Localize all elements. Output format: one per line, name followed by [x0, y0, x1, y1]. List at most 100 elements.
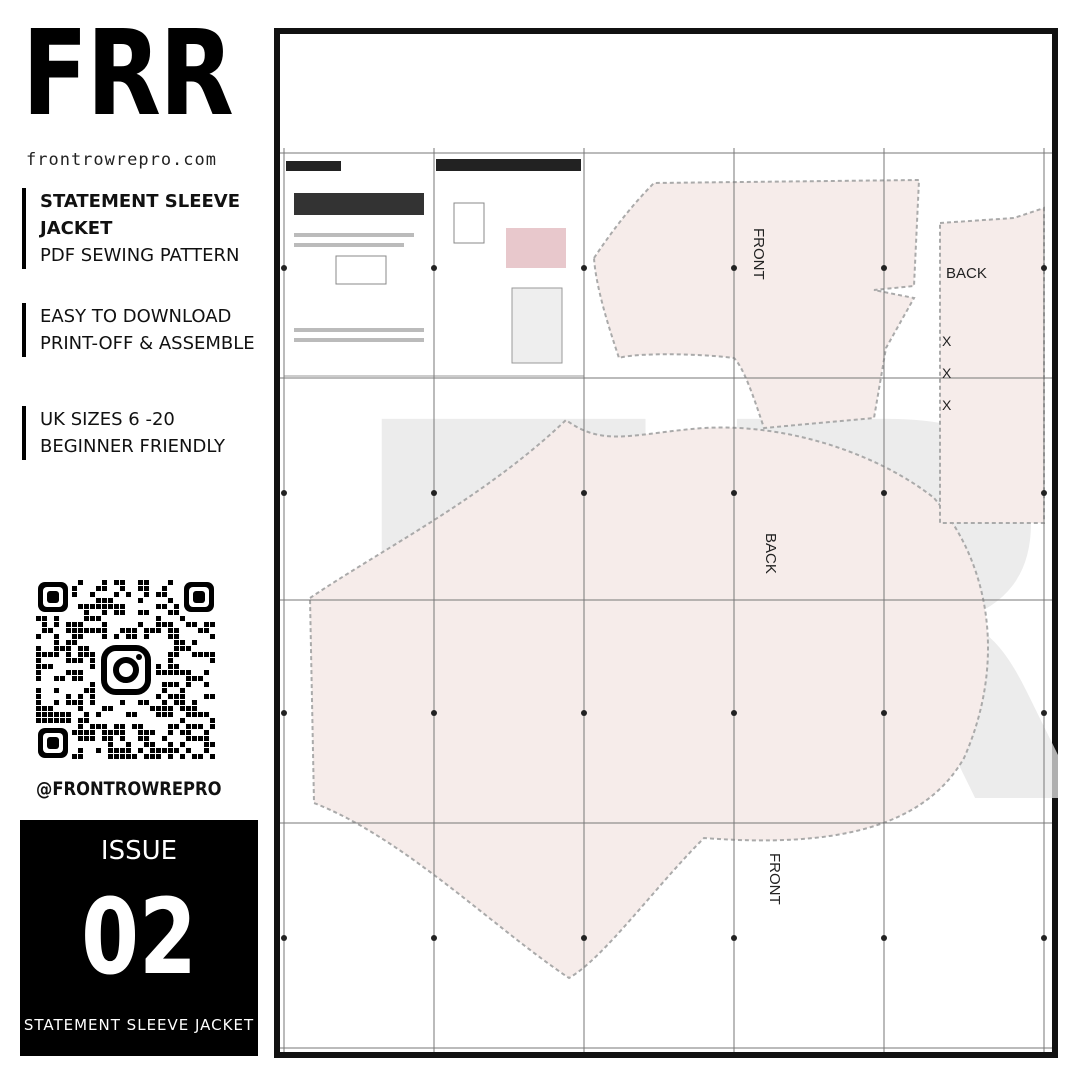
- qr-module: [72, 670, 77, 675]
- qr-module: [132, 628, 137, 633]
- qr-module: [162, 700, 167, 705]
- qr-module: [120, 724, 125, 729]
- grid-mark: [1041, 265, 1047, 271]
- qr-module: [36, 634, 41, 639]
- qr-module: [90, 658, 95, 663]
- qr-module: [48, 628, 53, 633]
- qr-module: [168, 652, 173, 657]
- feature-line: EASY TO DOWNLOAD: [40, 306, 232, 327]
- qr-module: [144, 592, 149, 597]
- qr-module: [138, 724, 143, 729]
- qr-module: [96, 616, 101, 621]
- qr-module: [72, 586, 77, 591]
- qr-module: [96, 628, 101, 633]
- qr-module: [90, 664, 95, 669]
- qr-module: [48, 718, 53, 723]
- qr-module: [96, 712, 101, 717]
- qr-module: [162, 670, 167, 675]
- qr-module: [60, 712, 65, 717]
- qr-module: [54, 700, 59, 705]
- qr-module: [102, 586, 107, 591]
- qr-module: [96, 604, 101, 609]
- qr-module: [210, 622, 215, 627]
- qr-module: [36, 616, 41, 621]
- qr-module: [114, 580, 119, 585]
- feature-block-sizes: UK SIZES 6 -20 BEGINNER FRIENDLY: [22, 406, 225, 460]
- issue-title: STATEMENT SLEEVE JACKET: [23, 1016, 255, 1034]
- qr-module: [72, 640, 77, 645]
- qr-module: [180, 670, 185, 675]
- qr-module: [78, 628, 83, 633]
- qr-module: [60, 718, 65, 723]
- qr-module: [162, 748, 167, 753]
- qr-module: [186, 712, 191, 717]
- qr-module: [180, 706, 185, 711]
- qr-finder-top-right-icon: [184, 582, 214, 612]
- grid-mark: [281, 265, 287, 271]
- qr-module: [168, 712, 173, 717]
- notch-mark: X: [942, 333, 952, 349]
- qr-code[interactable]: [36, 580, 216, 760]
- qr-module: [156, 748, 161, 753]
- qr-module: [126, 748, 131, 753]
- grid-mark: [431, 710, 437, 716]
- qr-module: [66, 628, 71, 633]
- qr-module: [78, 646, 83, 651]
- qr-module: [78, 724, 83, 729]
- qr-module: [36, 664, 41, 669]
- qr-module: [168, 742, 173, 747]
- info-panel: FRR frontrowrepro.com STATEMENT SLEEVE J…: [0, 0, 272, 1080]
- notch-mark: X: [942, 365, 952, 381]
- feature-title-line: STATEMENT SLEEVE: [40, 191, 241, 212]
- qr-module: [114, 604, 119, 609]
- qr-module: [72, 634, 77, 639]
- qr-module: [36, 658, 41, 663]
- qr-module: [48, 652, 53, 657]
- grid-mark: [581, 490, 587, 496]
- qr-module: [84, 604, 89, 609]
- feature-title-line: JACKET: [40, 218, 113, 239]
- qr-module: [138, 586, 143, 591]
- qr-module: [78, 676, 83, 681]
- qr-module: [108, 742, 113, 747]
- qr-module: [174, 634, 179, 639]
- qr-module: [132, 712, 137, 717]
- instagram-handle[interactable]: @FRONTROWREPRO: [36, 778, 222, 800]
- qr-module: [198, 736, 203, 741]
- qr-module: [36, 706, 41, 711]
- qr-module: [210, 742, 215, 747]
- qr-module: [90, 688, 95, 693]
- qr-module: [102, 622, 107, 627]
- qr-module: [108, 598, 113, 603]
- qr-module: [84, 646, 89, 651]
- qr-module: [138, 736, 143, 741]
- qr-module: [120, 754, 125, 759]
- qr-module: [72, 700, 77, 705]
- qr-module: [120, 730, 125, 735]
- qr-module: [114, 724, 119, 729]
- qr-module: [162, 604, 167, 609]
- qr-module: [78, 748, 83, 753]
- qr-module: [186, 670, 191, 675]
- qr-module: [198, 652, 203, 657]
- qr-module: [174, 670, 179, 675]
- qr-module: [156, 706, 161, 711]
- grid-mark: [731, 935, 737, 941]
- qr-module: [48, 706, 53, 711]
- qr-module: [138, 598, 143, 603]
- qr-module: [180, 694, 185, 699]
- qr-module: [78, 622, 83, 627]
- qr-module: [78, 580, 83, 585]
- qr-module: [156, 592, 161, 597]
- qr-module: [84, 718, 89, 723]
- qr-module: [78, 700, 83, 705]
- qr-module: [138, 622, 143, 627]
- label-front-bottom: FRONT: [766, 853, 783, 905]
- qr-module: [198, 676, 203, 681]
- qr-module: [150, 742, 155, 747]
- website-link[interactable]: frontrowrepro.com: [26, 150, 217, 170]
- qr-module: [54, 634, 59, 639]
- qr-module: [180, 754, 185, 759]
- qr-module: [156, 712, 161, 717]
- qr-module: [120, 736, 125, 741]
